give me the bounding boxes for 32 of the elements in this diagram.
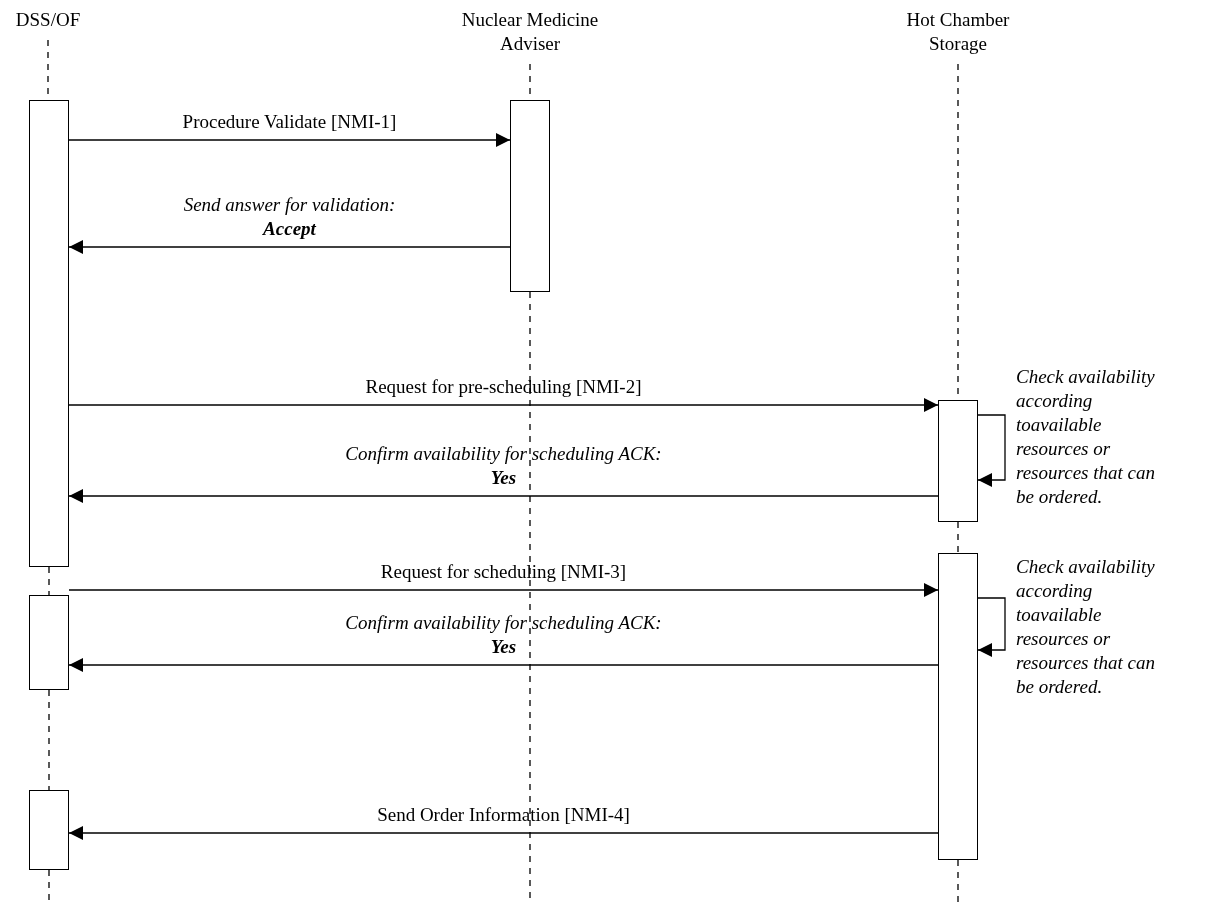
message-arrow: [68, 489, 939, 503]
activation-bar: [29, 100, 69, 567]
activation-bar: [510, 100, 550, 292]
message-arrow: [68, 826, 939, 840]
edge-label: Confirm availability for scheduling ACK: Yes: [344, 442, 663, 490]
participant-label: Hot Chamber Storage: [893, 8, 1023, 56]
self-message-arrow: [977, 414, 1006, 487]
lifeline: [48, 689, 50, 791]
participant-label: Nuclear Medicine Adviser: [455, 8, 605, 56]
edge-label: Procedure Validate [NMI-1]: [181, 110, 398, 134]
message-arrow: [68, 240, 511, 254]
participant-label: DSS/OF: [0, 8, 96, 32]
edge-label: Check availability according toavailable resources or resources that can be ordered.: [1016, 555, 1156, 699]
edge-label: Request for pre-scheduling [NMI-2]: [364, 375, 643, 399]
activation-bar: [938, 400, 978, 522]
edge-label: Check availability according toavailable resources or resources that can be ordered.: [1016, 365, 1156, 509]
message-arrow: [68, 398, 939, 412]
edge-label: Request for scheduling [NMI-3]: [379, 560, 628, 584]
message-arrow: [68, 658, 939, 672]
lifeline: [957, 859, 959, 902]
message-arrow: [68, 133, 511, 147]
lifeline: [48, 566, 50, 596]
lifeline: [957, 521, 959, 554]
activation-bar: [29, 790, 69, 870]
edge-label: Confirm availability for scheduling ACK: Yes: [344, 611, 663, 659]
message-arrow: [68, 583, 939, 597]
edge-label: Send Order Information [NMI-4]: [376, 803, 631, 827]
activation-bar: [938, 553, 978, 860]
edge-label: Send answer for validation: Accept: [182, 193, 397, 241]
self-message-arrow: [977, 597, 1006, 657]
lifeline: [48, 869, 50, 902]
activation-bar: [29, 595, 69, 690]
